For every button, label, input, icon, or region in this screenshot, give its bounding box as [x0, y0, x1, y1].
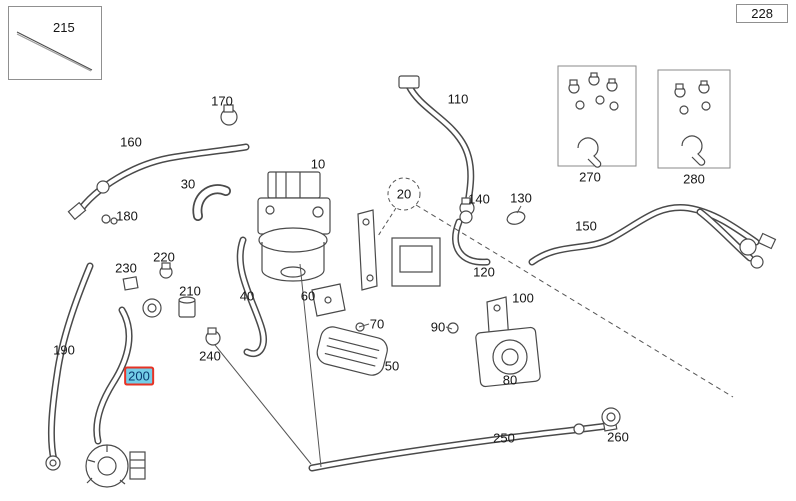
part-label-230[interactable]: 230: [115, 260, 137, 276]
callout-circle-20: [387, 177, 421, 211]
part-label-60[interactable]: 60: [300, 288, 316, 304]
components-group: [45, 75, 777, 488]
hoses-group: [47, 82, 760, 472]
leader-lines-group: [214, 177, 734, 468]
rod-part-215: [16, 31, 93, 72]
part-label-30[interactable]: 30: [180, 176, 196, 192]
part-label-260[interactable]: 260: [607, 429, 629, 445]
part-label-200[interactable]: 200: [126, 368, 152, 384]
part-label-240[interactable]: 240: [199, 348, 221, 364]
part-label-70[interactable]: 70: [369, 316, 385, 332]
part-label-150[interactable]: 150: [575, 218, 597, 234]
part-label-280[interactable]: 280: [683, 171, 705, 187]
part-label-170[interactable]: 170: [211, 93, 233, 109]
inset-box: 215: [8, 6, 102, 80]
part-label-110[interactable]: 110: [447, 91, 469, 107]
part-label-40[interactable]: 40: [239, 288, 255, 304]
part-label-90[interactable]: 90: [430, 319, 446, 335]
part-label-50[interactable]: 50: [384, 358, 400, 374]
page-ref-box[interactable]: 228: [736, 4, 788, 23]
part-label-250[interactable]: 250: [493, 430, 515, 446]
part-label-190[interactable]: 190: [53, 342, 75, 358]
part-label-80[interactable]: 80: [502, 372, 518, 388]
part-label-160[interactable]: 160: [120, 134, 142, 150]
part-label-130[interactable]: 130: [510, 190, 532, 206]
part-label-215[interactable]: 215: [53, 20, 75, 35]
part-label-120[interactable]: 120: [473, 264, 495, 280]
clamp-kit-parts: [568, 72, 711, 168]
part-label-10[interactable]: 10: [310, 156, 326, 172]
page-ref-label: 228: [751, 6, 773, 21]
part-label-220[interactable]: 220: [153, 249, 175, 265]
part-label-140[interactable]: 140: [468, 191, 490, 207]
part-label-210[interactable]: 210: [179, 283, 201, 299]
part-label-20[interactable]: 20: [396, 186, 412, 202]
part-label-100[interactable]: 100: [512, 290, 534, 306]
part-label-180[interactable]: 180: [116, 208, 138, 224]
part-label-270[interactable]: 270: [579, 169, 601, 185]
